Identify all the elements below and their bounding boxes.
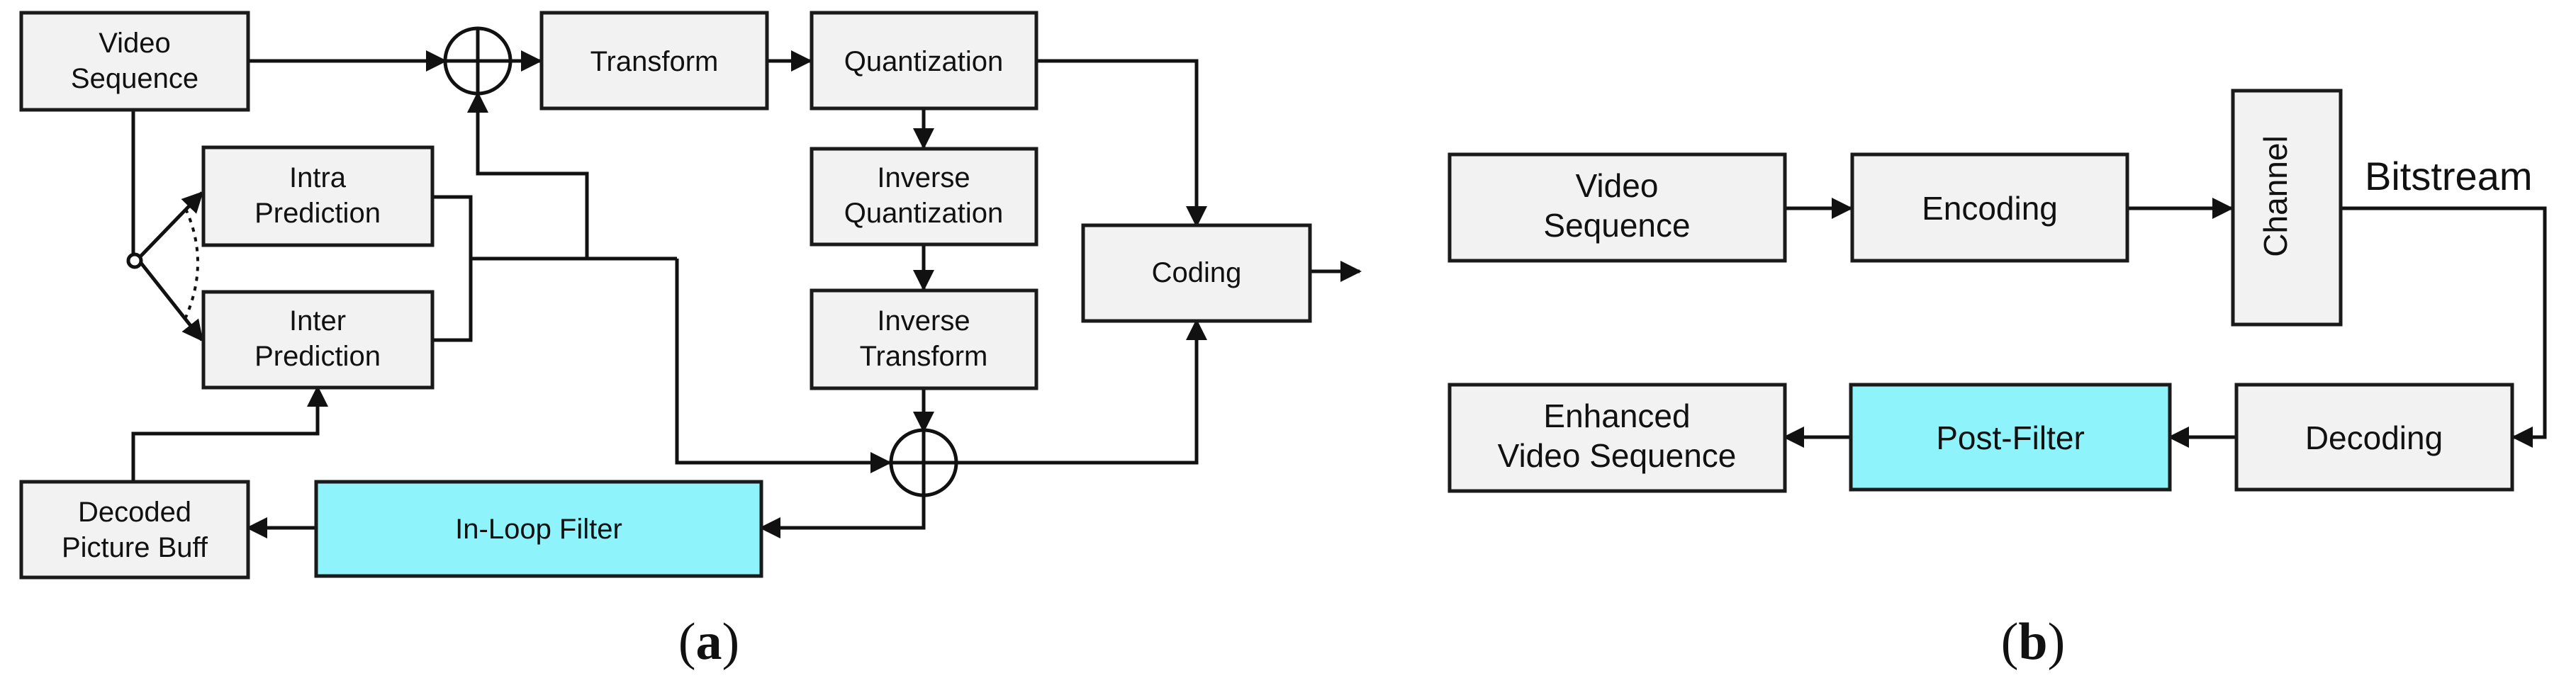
box-decoding: Decoding bbox=[2234, 383, 2514, 492]
box-decoded-picture-buffer: Decoded Picture Buff bbox=[19, 480, 250, 580]
edge-quantization-to-coding bbox=[1036, 59, 1207, 227]
dpb-line2: Picture Buff bbox=[62, 532, 208, 563]
sum-junction-1 bbox=[443, 26, 513, 96]
box-inter-prediction: Inter Prediction bbox=[201, 290, 435, 390]
enhanced-line2: Video Sequence bbox=[1498, 437, 1737, 474]
bitstream-label: Bitstream bbox=[2365, 154, 2533, 198]
box-in-loop-filter: In-Loop Filter bbox=[314, 480, 763, 578]
panel-a: Video Sequence Transform Quantization In… bbox=[19, 11, 1362, 671]
inter-prediction-line1: Inter bbox=[289, 305, 346, 337]
edge-dpb-to-inter bbox=[131, 385, 328, 482]
panel-a-connectors bbox=[131, 50, 1362, 538]
inverse-quantization-line1: Inverse bbox=[877, 162, 970, 193]
decoding-label: Decoding bbox=[2305, 419, 2443, 456]
intra-prediction-line2: Prediction bbox=[254, 198, 381, 229]
dpb-line1: Decoded bbox=[78, 497, 191, 528]
panel-b: Video Sequence Encoding Channel Bitstrea… bbox=[1447, 89, 2547, 671]
box-intra-prediction: Intra Prediction bbox=[201, 145, 435, 247]
inverse-transform-line1: Inverse bbox=[877, 305, 970, 337]
post-filter-label: Post-Filter bbox=[1936, 419, 2085, 456]
transform-label: Transform bbox=[590, 46, 719, 77]
box-inverse-quantization: Inverse Quantization bbox=[810, 147, 1038, 247]
edge-sum2-to-coding bbox=[957, 319, 1207, 465]
box-enhanced-video-sequence: Enhanced Video Sequence bbox=[1447, 383, 1787, 493]
box-video-sequence-b: Video Sequence bbox=[1447, 152, 1787, 263]
enhanced-line1: Enhanced bbox=[1543, 397, 1690, 434]
caption-a: (a) bbox=[678, 613, 739, 671]
box-quantization: Quantization bbox=[810, 11, 1038, 111]
panel-b-connectors bbox=[1783, 198, 2547, 448]
video-sequence-b-line2: Sequence bbox=[1543, 207, 1690, 244]
box-post-filter: Post-Filter bbox=[1849, 383, 2172, 492]
edge-prediction-to-sum1 bbox=[467, 91, 589, 259]
switch-arm-inter bbox=[139, 261, 203, 342]
video-sequence-b-line1: Video bbox=[1576, 167, 1659, 204]
edge-prediction-to-sum2 bbox=[675, 259, 892, 473]
box-inverse-transform: Inverse Transform bbox=[810, 288, 1038, 390]
edge-sum2-to-filter bbox=[759, 496, 926, 538]
box-transform: Transform bbox=[539, 11, 769, 111]
coding-label: Coding bbox=[1152, 257, 1242, 288]
quantization-label: Quantization bbox=[844, 46, 1004, 77]
in-loop-filter-label: In-Loop Filter bbox=[455, 514, 622, 545]
encoding-label: Encoding bbox=[1922, 190, 2058, 227]
box-video-sequence-a: Video Sequence bbox=[19, 11, 250, 112]
caption-b: (b) bbox=[2001, 613, 2065, 671]
box-encoding: Encoding bbox=[1850, 152, 2129, 263]
inverse-transform-line2: Transform bbox=[860, 341, 988, 372]
sum-junction-2 bbox=[889, 428, 958, 497]
edge-channel-to-decoding bbox=[2341, 206, 2547, 448]
switch-pivot-icon bbox=[126, 252, 143, 269]
box-coding: Coding bbox=[1081, 223, 1312, 323]
inverse-quantization-line2: Quantization bbox=[844, 198, 1004, 229]
video-sequence-a-line1: Video bbox=[99, 28, 171, 59]
box-channel: Channel bbox=[2231, 89, 2343, 327]
edge-prediction-merge bbox=[432, 195, 473, 342]
channel-label: Channel bbox=[2257, 135, 2294, 256]
inter-prediction-line2: Prediction bbox=[254, 341, 381, 372]
intra-prediction-line1: Intra bbox=[289, 162, 347, 193]
video-sequence-a-line2: Sequence bbox=[71, 63, 198, 94]
switch-selector-arc bbox=[184, 208, 199, 318]
switch-arm-intra bbox=[139, 191, 204, 258]
